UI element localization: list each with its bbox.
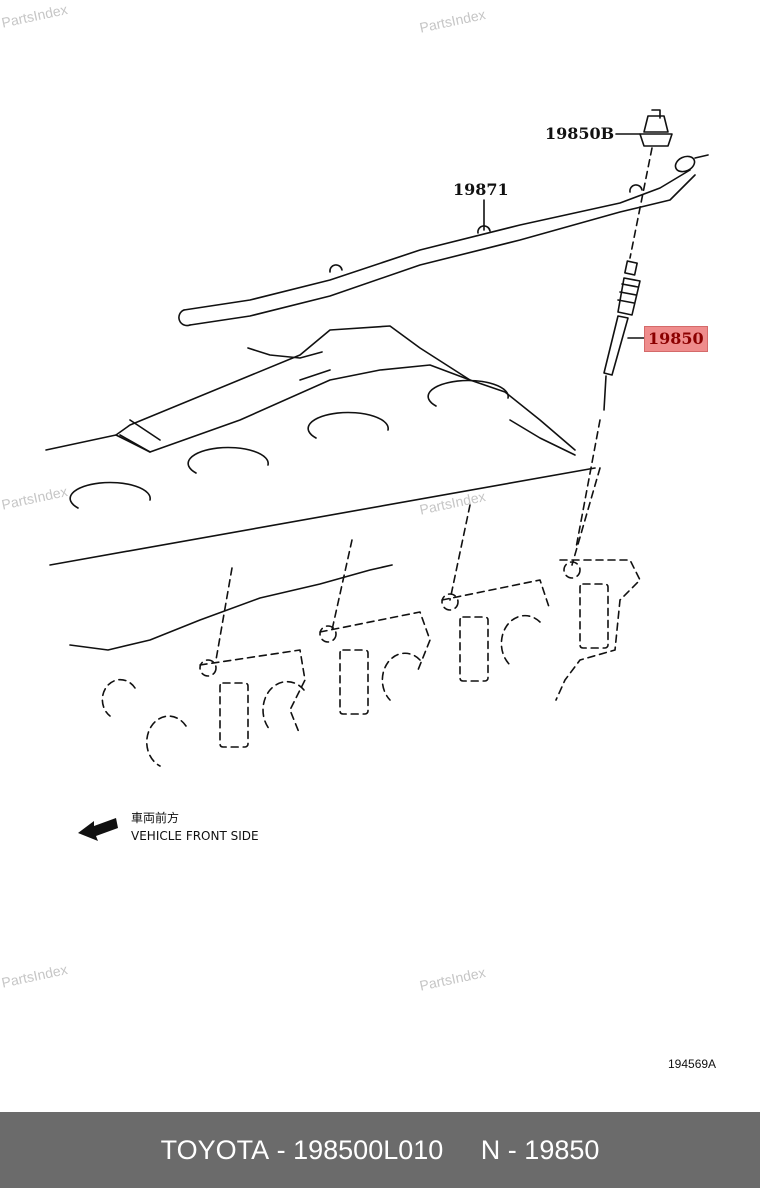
footer-ref-prefix: N <box>480 1134 501 1165</box>
direction-english: VEHICLE FRONT SIDE <box>131 829 259 843</box>
connector-line <box>629 147 653 259</box>
part-label-busbar[interactable]: 19871 <box>453 180 509 199</box>
parts-diagram <box>45 109 709 841</box>
busbar <box>178 154 709 327</box>
footer-ref-number: 19850 <box>524 1134 600 1165</box>
part-label-glow-plug[interactable]: 19850 <box>644 326 708 352</box>
footer-sep: - <box>269 1134 294 1165</box>
part-info-footer: TOYOTA - 198500L010 N - 19850 <box>0 1112 760 1188</box>
direction-japanese: 車両前方 <box>131 811 180 825</box>
footer-gap <box>443 1135 481 1166</box>
manifold-ports <box>101 467 641 767</box>
install-line <box>575 419 601 549</box>
footer-sep-2: - <box>500 1134 525 1165</box>
illustration-code: 194569A <box>668 1057 717 1071</box>
front-arrow-icon <box>78 818 118 841</box>
glow-plug <box>603 260 641 411</box>
footer-brand: TOYOTA <box>160 1134 270 1165</box>
cylinder-head <box>45 325 596 651</box>
footer-part-number[interactable]: 198500L010 <box>293 1134 444 1165</box>
connector-part <box>639 109 673 147</box>
part-label-connector[interactable]: 19850B <box>545 124 615 143</box>
